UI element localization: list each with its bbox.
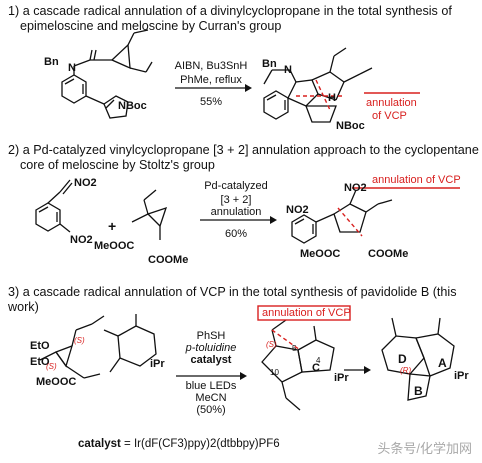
section1-product-n: N: [284, 64, 292, 76]
section3-annotation: annulation of VCP: [262, 307, 351, 319]
section2-coome-label: COOMe: [148, 254, 189, 266]
section3-red-dash: [271, 329, 301, 351]
section2-product-meooc: MeOOC: [300, 248, 341, 260]
section3-stereo-s2: (S): [46, 362, 57, 371]
section1-product-bn: Bn: [262, 58, 277, 70]
section2-caption-line2: core of meloscine by Stoltz's group: [20, 158, 215, 172]
section3-stereo-s: (S): [74, 336, 85, 345]
section2-annotation: annulation of VCP: [372, 174, 461, 186]
section1-nboc-label: NBoc: [118, 100, 147, 112]
section2-nitrostyrene: [35, 179, 73, 233]
watermark: 头条号/化学加网: [377, 441, 472, 456]
section2-product: [291, 189, 393, 244]
section3-num-10: 10: [270, 368, 279, 377]
section3-caption: 3) a cascade radical annulation of VCP i…: [8, 285, 457, 314]
section3-reagent2: p-toluidine: [185, 342, 237, 354]
section1-n-label: N: [68, 62, 76, 74]
catalyst-label: catalyst: [78, 438, 121, 450]
section3-intermediate: [261, 319, 335, 411]
section3-ring-d: D: [398, 352, 407, 366]
section3-product-ipr: iPr: [454, 370, 469, 382]
section1-yield: 55%: [199, 96, 223, 108]
section2-caption-line1: 2) a Pd-catalyzed vinylcyclopropane [3 +…: [8, 143, 479, 157]
section1-product: [263, 47, 373, 123]
catalyst-formula: Ir(dF(CF3)ppy)2(dtbbpy)PF6: [133, 438, 280, 450]
section1-product-h: H: [328, 92, 336, 104]
section3-num-4: 4: [316, 356, 321, 365]
section3-reagent1: PhSH: [196, 330, 226, 342]
section3-light: blue LEDs: [185, 380, 237, 392]
section3-intermediate-ipr: iPr: [334, 372, 349, 384]
section3-catalyst-formula: catalyst = Ir(dF(CF3)ppy)2(dtbbpy)PF6: [78, 438, 280, 450]
section3-stereo-r: (R): [400, 366, 412, 375]
section2-annulation: annulation: [210, 206, 262, 218]
section2-product-no2: NO2: [286, 204, 309, 216]
section1-annotation: annulation: [366, 97, 417, 109]
section3-product: [381, 317, 455, 401]
section2-plus: +: [108, 218, 117, 234]
section2-no2-label: NO2: [74, 177, 97, 189]
section3-solvent: MeCN: [195, 392, 227, 404]
section2-red-dash: [337, 207, 363, 237]
section3-ring-a: A: [438, 356, 447, 370]
section1-starting-material: [61, 29, 153, 119]
section3-stereo-s3: (S): [266, 340, 277, 349]
section3-annotation-box: [257, 305, 351, 321]
section2-yield: 60%: [224, 228, 248, 240]
section2-product-no2-b: NO2: [344, 182, 367, 194]
section3-ipr-label: iPr: [150, 358, 165, 370]
section3-ring-c: C: [312, 362, 320, 374]
section2-no2-label-2: NO2: [70, 234, 93, 246]
section2-cyclopropane: [131, 189, 168, 240]
section1-solvent: PhMe, reflux: [180, 74, 242, 86]
section3-meooc-label: MeOOC: [36, 376, 77, 388]
section2-product-coome: COOMe: [368, 248, 409, 260]
section1-bn-label: Bn: [44, 56, 59, 68]
section3-num-5: 5: [292, 344, 297, 353]
section2-catalyst: Pd-catalyzed: [204, 180, 268, 192]
section2-type: [3 + 2]: [220, 194, 252, 206]
section1-annotation2: of VCP: [372, 110, 407, 122]
section3-starting-material: [39, 314, 157, 379]
section3-eto-label-2: EtO: [30, 356, 50, 368]
section2-meooc-label: MeOOC: [94, 240, 135, 252]
section3-ring-b: B: [414, 384, 423, 398]
section1-caption-line2: epimeloscine and meloscine by Curran's g…: [20, 19, 282, 33]
section3-eto-label: EtO: [30, 340, 50, 352]
section3-yield: (50%): [196, 404, 226, 416]
section1-product-nboc: NBoc: [336, 120, 365, 132]
section1-reagents: AIBN, Bu3SnH: [174, 60, 248, 72]
section3-reagent3: catalyst: [190, 354, 232, 366]
section1-caption-line1: 1) a cascade radical annulation of a div…: [8, 4, 452, 18]
